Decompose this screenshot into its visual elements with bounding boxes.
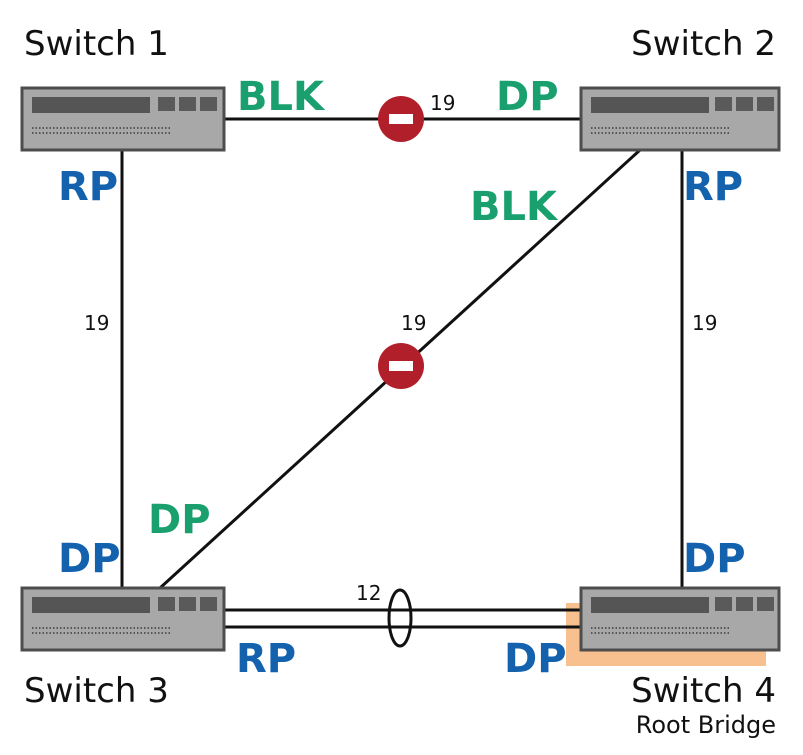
role-s1-to-s3: RP <box>58 164 118 210</box>
role-s2-to-s3: BLK <box>470 184 559 230</box>
no-entry-icon <box>378 343 424 389</box>
switch-4-name: Switch 4 <box>631 671 776 711</box>
cost-s2-s3: 19 <box>401 311 426 335</box>
role-s4-to-s3: DP <box>504 636 567 682</box>
switch-1-name: Switch 1 <box>24 24 169 64</box>
role-s2-to-s1: DP <box>496 74 559 120</box>
role-s3-to-s4: RP <box>236 636 296 682</box>
cost-s1-s2: 19 <box>430 91 455 115</box>
cost-s2-s4: 19 <box>692 311 717 335</box>
switch-2 <box>579 86 781 152</box>
role-s1-to-s2: BLK <box>237 74 326 120</box>
root-bridge-label: Root Bridge <box>636 711 776 739</box>
switch-1 <box>20 86 226 152</box>
switch-3-name: Switch 3 <box>24 671 169 711</box>
role-s2-to-s4: RP <box>683 164 743 210</box>
cost-s1-s3: 19 <box>84 311 109 335</box>
switch-3 <box>20 586 226 652</box>
switch-2-name: Switch 2 <box>631 24 776 64</box>
role-s3-to-s1: DP <box>58 536 121 582</box>
switch-4 <box>579 586 781 652</box>
no-entry-icon <box>378 96 424 142</box>
link-aggregation-oval <box>387 588 413 648</box>
role-s4-to-s2: DP <box>683 536 746 582</box>
cost-s3-s4: 12 <box>356 581 381 605</box>
role-s3-to-s2: DP <box>148 497 211 543</box>
